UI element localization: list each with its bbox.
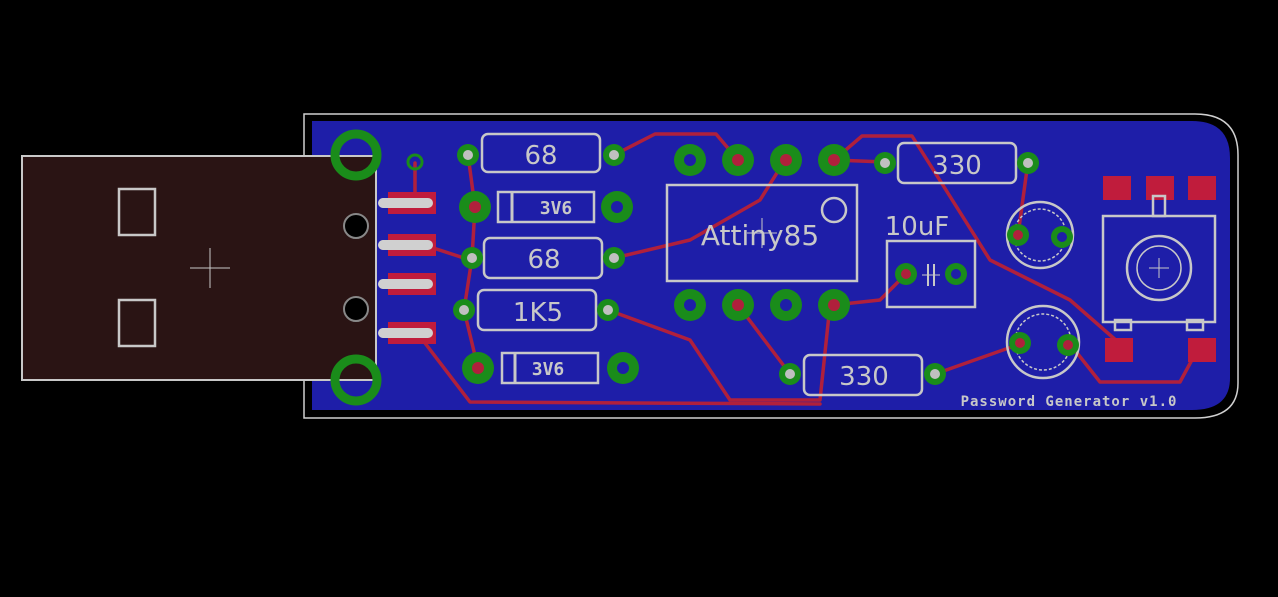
board-title: Password Generator v1.0: [961, 394, 1178, 410]
diode-d1: 3V6: [459, 190, 633, 224]
r2-label: 68: [527, 245, 560, 275]
r4-label: 330: [932, 151, 982, 181]
usb-connector-icon: [21, 155, 377, 381]
r1-label: 68: [524, 141, 557, 171]
capacitor-c1: 10uF: [885, 212, 977, 309]
resistor-r4: 330: [874, 141, 1039, 185]
usb-pads: [378, 192, 436, 344]
r5-label: 330: [839, 362, 889, 392]
led-icon: [1005, 200, 1075, 270]
led-icon: [1005, 304, 1081, 380]
d1-label: 3V6: [540, 198, 573, 219]
mounting-holes: [330, 129, 424, 406]
crosshair-icon: [747, 218, 777, 248]
resistor-r2: 68: [461, 236, 625, 280]
board-outline: [303, 113, 1239, 419]
resistor-r1: 68: [457, 132, 625, 174]
ic-attiny85: Attiny85: [665, 144, 859, 321]
ic-label: Attiny85: [701, 219, 819, 252]
resistor-r5: 330: [779, 353, 946, 397]
crosshair-icon: [190, 248, 230, 288]
resistor-r3: 1K5: [453, 288, 619, 332]
r3-label: 1K5: [513, 298, 563, 328]
push-button-icon: [1101, 176, 1217, 362]
d2-label: 3V6: [532, 359, 565, 380]
diode-d2: 3V6: [462, 351, 639, 385]
c1-label: 10uF: [885, 212, 950, 242]
